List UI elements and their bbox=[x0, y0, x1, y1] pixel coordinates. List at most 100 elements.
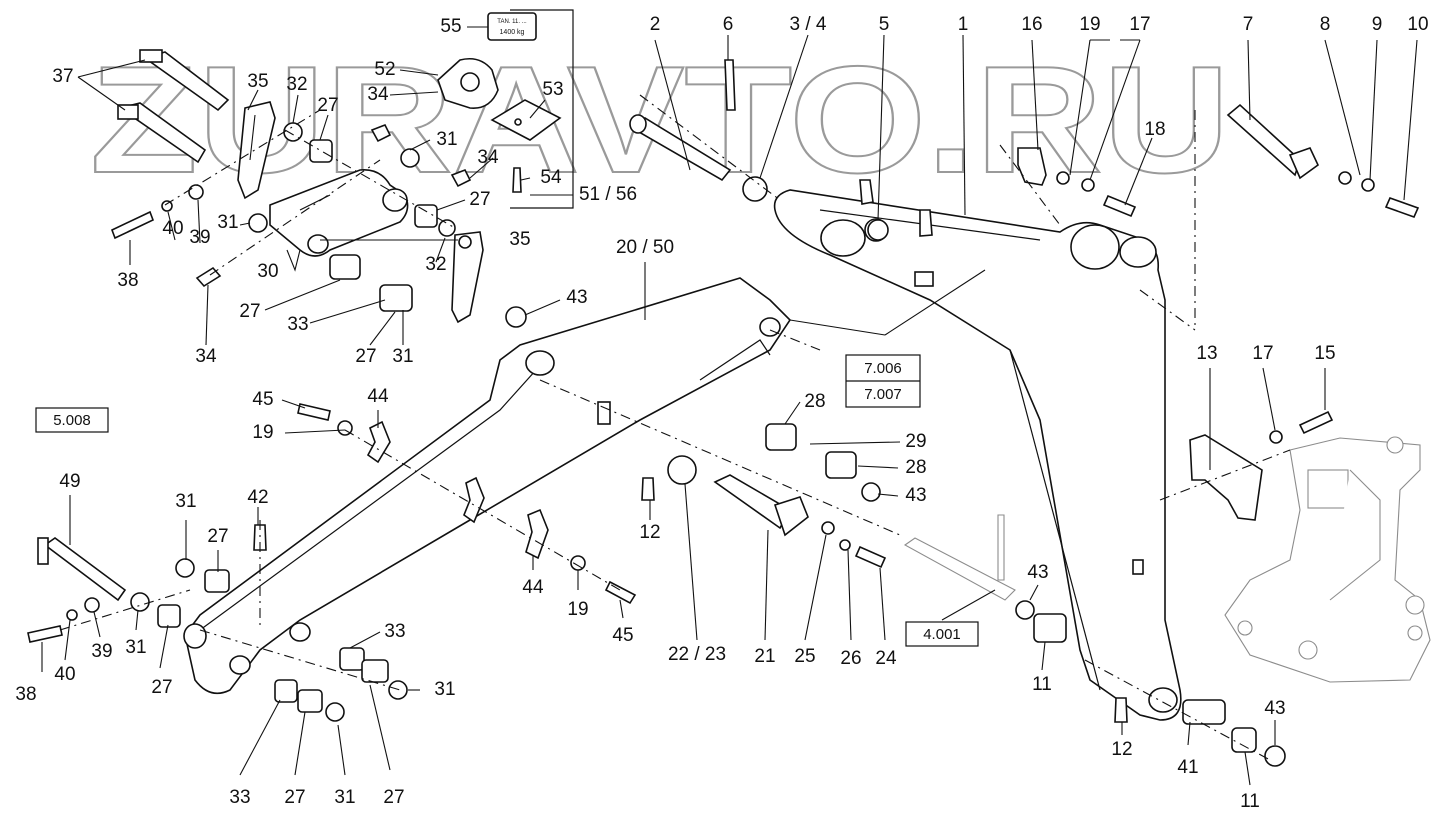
label-20-50: 20 / 50 bbox=[616, 237, 674, 258]
label-54: 54 bbox=[540, 167, 562, 188]
boom bbox=[773, 179, 1182, 721]
label-33: 33 bbox=[384, 621, 405, 642]
label-44: 44 bbox=[522, 577, 544, 598]
ghost-pin-4001 bbox=[903, 514, 1016, 601]
pin-49 bbox=[37, 537, 127, 602]
label-39: 39 bbox=[91, 641, 112, 662]
label-27: 27 bbox=[151, 677, 172, 698]
grease-nipples bbox=[195, 123, 1128, 723]
label-33: 33 bbox=[287, 314, 308, 335]
label-53: 53 bbox=[542, 79, 563, 100]
label-16: 16 bbox=[1021, 14, 1042, 35]
label-2: 2 bbox=[650, 14, 661, 35]
washers bbox=[66, 122, 1375, 767]
decal-line-1: TAN. 11. ... bbox=[497, 19, 527, 25]
clamps-44 bbox=[366, 420, 549, 560]
label-12: 12 bbox=[639, 522, 660, 543]
label-32: 32 bbox=[425, 254, 446, 275]
label-45: 45 bbox=[612, 625, 633, 646]
label-24: 24 bbox=[875, 648, 897, 669]
label-25: 25 bbox=[794, 646, 815, 667]
label-37: 37 bbox=[52, 66, 73, 87]
linkage-30 bbox=[269, 168, 409, 257]
label-19: 19 bbox=[567, 599, 588, 620]
label-8: 8 bbox=[1320, 14, 1331, 35]
label-7: 7 bbox=[1243, 14, 1254, 35]
label-27: 27 bbox=[317, 95, 338, 116]
label-17: 17 bbox=[1252, 343, 1273, 364]
label-32: 32 bbox=[286, 74, 307, 95]
label-52: 52 bbox=[374, 59, 395, 80]
label-34: 34 bbox=[477, 147, 499, 168]
ref-7006-text: 7.006 bbox=[864, 360, 902, 377]
label-28: 28 bbox=[905, 457, 926, 478]
decal-line-2: 1400 kg bbox=[500, 29, 525, 36]
link-35 bbox=[237, 101, 484, 324]
ref-box-7006-7007: 7.006 7.007 bbox=[845, 354, 921, 408]
label-22-23: 22 / 23 bbox=[668, 644, 726, 665]
label-31: 31 bbox=[217, 212, 238, 233]
ref-box-4001: 4.001 bbox=[905, 621, 979, 647]
part-labels: 55 52 34 53 34 54 51 / 56 37 35 32 27 31… bbox=[15, 14, 1428, 812]
label-1: 1 bbox=[958, 14, 969, 35]
decal-55: TAN. 11. ... 1400 kg bbox=[487, 12, 537, 41]
label-27: 27 bbox=[239, 301, 260, 322]
label-35: 35 bbox=[509, 229, 530, 250]
label-31: 31 bbox=[436, 129, 457, 150]
label-40: 40 bbox=[162, 218, 183, 239]
label-35: 35 bbox=[247, 71, 268, 92]
label-26: 26 bbox=[840, 648, 861, 669]
dipper-arm bbox=[183, 277, 792, 695]
label-31: 31 bbox=[434, 679, 455, 700]
label-44: 44 bbox=[367, 386, 389, 407]
label-5: 5 bbox=[879, 14, 890, 35]
ref-4001-text: 4.001 bbox=[923, 626, 961, 643]
label-29: 29 bbox=[905, 431, 926, 452]
label-31: 31 bbox=[392, 346, 413, 367]
assembly-lines bbox=[59, 94, 1291, 761]
label-34: 34 bbox=[367, 84, 389, 105]
label-49: 49 bbox=[59, 471, 80, 492]
label-39: 39 bbox=[189, 227, 210, 248]
label-45: 45 bbox=[252, 389, 273, 410]
label-43: 43 bbox=[566, 287, 587, 308]
label-43: 43 bbox=[1027, 562, 1048, 583]
label-28: 28 bbox=[804, 391, 825, 412]
label-6: 6 bbox=[723, 14, 734, 35]
lifting-eye-52 bbox=[437, 57, 499, 109]
nuts bbox=[84, 171, 1352, 613]
label-19: 19 bbox=[1079, 14, 1100, 35]
label-38: 38 bbox=[117, 270, 138, 291]
label-18: 18 bbox=[1144, 119, 1165, 140]
label-38: 38 bbox=[15, 684, 36, 705]
label-27: 27 bbox=[355, 346, 376, 367]
label-27: 27 bbox=[284, 787, 305, 808]
pin-2 bbox=[629, 114, 732, 182]
label-10: 10 bbox=[1407, 14, 1428, 35]
label-40: 40 bbox=[54, 664, 75, 685]
label-43: 43 bbox=[905, 485, 926, 506]
ref-5008-text: 5.008 bbox=[53, 412, 91, 429]
label-55: 55 bbox=[440, 16, 461, 37]
guard-plate-13 bbox=[1189, 434, 1263, 521]
label-17: 17 bbox=[1129, 14, 1150, 35]
label-42: 42 bbox=[247, 487, 268, 508]
label-27: 27 bbox=[383, 787, 404, 808]
label-12: 12 bbox=[1111, 739, 1132, 760]
leader-lines bbox=[41, 26, 1418, 786]
label-15: 15 bbox=[1314, 343, 1335, 364]
label-19: 19 bbox=[252, 422, 273, 443]
label-34: 34 bbox=[195, 346, 217, 367]
ref-box-5008: 5.008 bbox=[35, 407, 109, 433]
label-13: 13 bbox=[1196, 343, 1217, 364]
pin-6 bbox=[724, 59, 736, 111]
ref-7007-text: 7.007 bbox=[864, 386, 902, 403]
label-31: 31 bbox=[125, 637, 146, 658]
label-27: 27 bbox=[207, 526, 228, 547]
bushings bbox=[157, 139, 1257, 753]
pin-21 bbox=[713, 474, 809, 537]
label-31: 31 bbox=[334, 787, 355, 808]
label-21: 21 bbox=[754, 646, 775, 667]
bracket-16 bbox=[1017, 147, 1047, 186]
